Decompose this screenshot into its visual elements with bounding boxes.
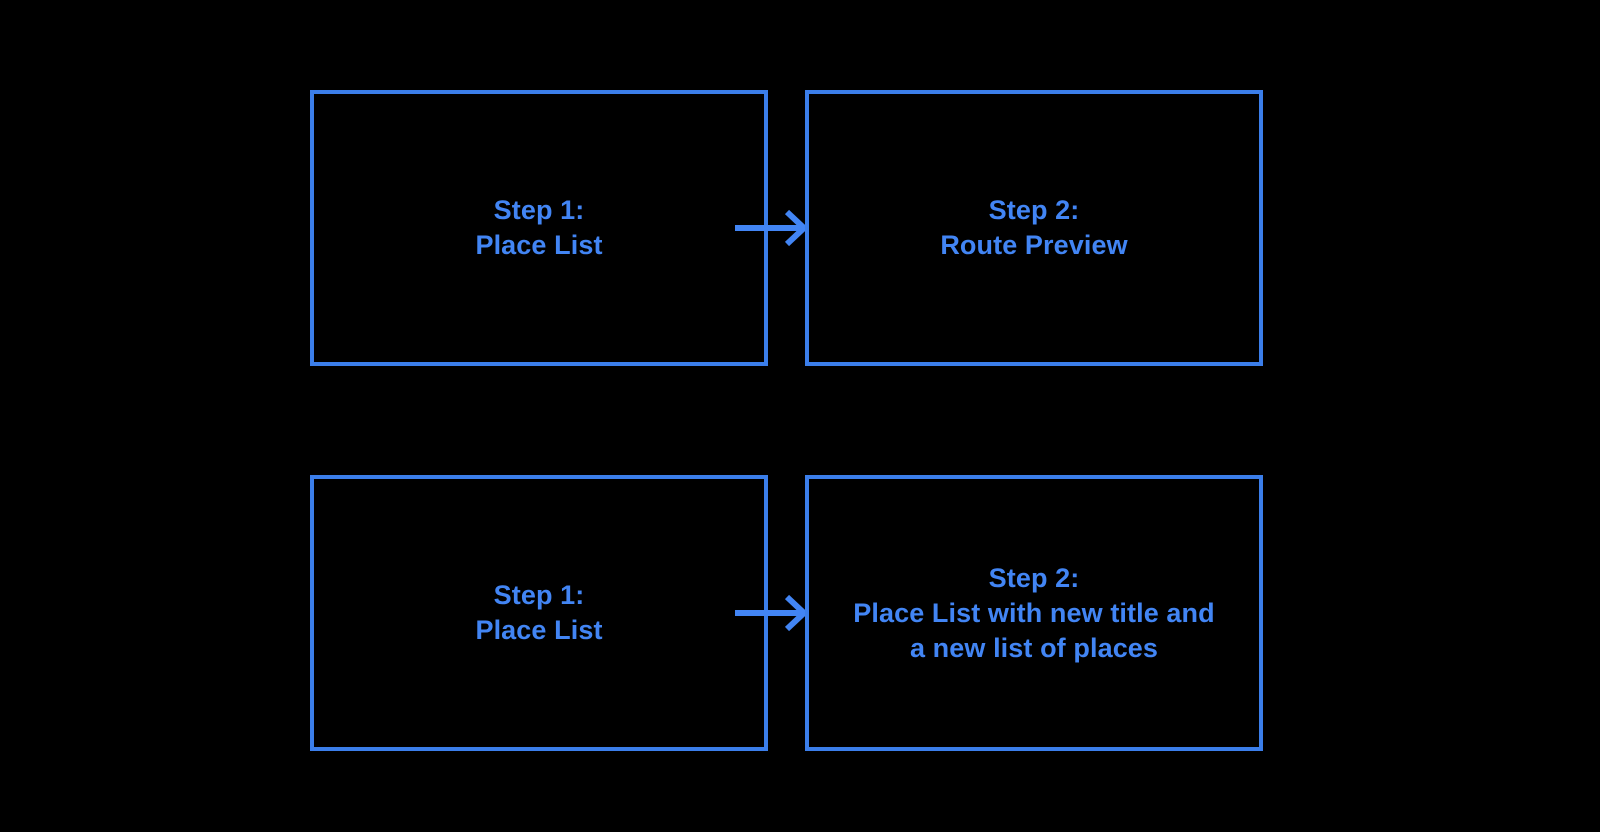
step-box-label: Step 2: Place List with new title and a … [853,562,1215,663]
step-box-label: Step 1: Place List [475,195,603,260]
step-box-label: Step 2: Route Preview [940,195,1128,260]
step-box-2-route-preview[interactable]: Step 2: Route Preview [805,90,1263,366]
step-box-1-place-list[interactable]: Step 1: Place List [310,475,768,751]
flow-row-route-preview: Step 1: Place List Step 2: Route Preview [0,90,1600,366]
step-box-label: Step 1: Place List [475,580,603,645]
step-box-1-place-list[interactable]: Step 1: Place List [310,90,768,366]
flow-row-new-place-list: Step 1: Place List Step 2: Place List wi… [0,475,1600,751]
step-box-2-new-place-list[interactable]: Step 2: Place List with new title and a … [805,475,1263,751]
